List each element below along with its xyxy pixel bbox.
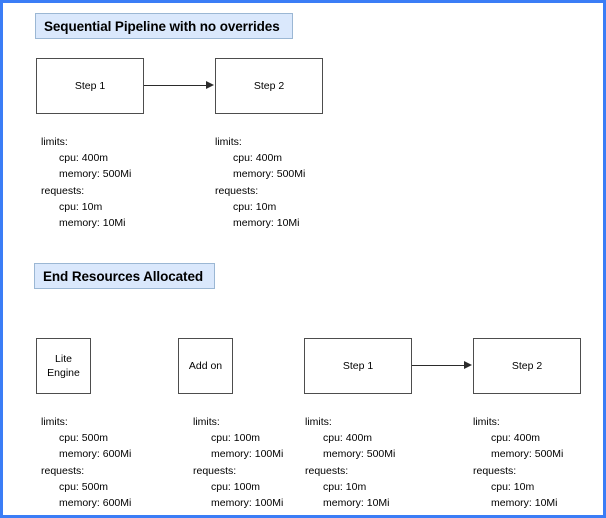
- resources-top-step-1: limits: cpu: 400m memory: 500Mi requests…: [41, 134, 131, 231]
- edge-arrowhead-icon: [206, 81, 214, 89]
- resources-bottom-step-1: limits: cpu: 400m memory: 500Mi requests…: [305, 414, 395, 511]
- limits-memory: memory: 100Mi: [211, 448, 284, 461]
- limits-memory: memory: 500Mi: [491, 448, 564, 461]
- node-bottom-step-2[interactable]: Step 2: [473, 338, 581, 394]
- limits-cpu: cpu: 400m: [233, 152, 283, 165]
- requests-cpu: cpu: 10m: [233, 200, 277, 213]
- requests-cpu: cpu: 500m: [59, 480, 109, 493]
- limits-memory: memory: 600Mi: [59, 448, 132, 461]
- node-lite-engine[interactable]: Lite Engine: [36, 338, 91, 394]
- node-add-on[interactable]: Add on: [178, 338, 233, 394]
- edge-arrowhead-icon: [464, 361, 472, 369]
- requests-cpu: cpu: 10m: [59, 200, 103, 213]
- requests-cpu: cpu: 10m: [323, 480, 367, 493]
- limits-label: limits:: [41, 136, 68, 148]
- limits-cpu: cpu: 100m: [211, 432, 261, 445]
- node-label: Step 2: [253, 79, 285, 92]
- node-top-step-1[interactable]: Step 1: [36, 58, 144, 114]
- section-banner-label: Sequential Pipeline with no overrides: [44, 18, 280, 34]
- requests-memory: memory: 10Mi: [323, 497, 390, 510]
- resources-add-on: limits: cpu: 100m memory: 100Mi requests…: [193, 414, 283, 511]
- edge-top-step1-to-step2: [144, 85, 207, 86]
- node-label: Add on: [188, 359, 223, 372]
- node-label-line2: Engine: [47, 367, 80, 379]
- requests-memory: memory: 10Mi: [233, 217, 300, 230]
- node-top-step-2[interactable]: Step 2: [215, 58, 323, 114]
- requests-cpu: cpu: 10m: [491, 480, 535, 493]
- limits-memory: memory: 500Mi: [323, 448, 396, 461]
- requests-label: requests:: [305, 464, 349, 477]
- section-banner-sequential-pipeline: Sequential Pipeline with no overrides: [35, 13, 293, 39]
- limits-cpu: cpu: 400m: [59, 152, 109, 165]
- node-label: Step 2: [511, 359, 543, 372]
- requests-memory: memory: 10Mi: [491, 497, 558, 510]
- requests-label: requests:: [41, 464, 85, 477]
- requests-label: requests:: [193, 464, 237, 477]
- limits-memory: memory: 500Mi: [233, 168, 306, 181]
- requests-cpu: cpu: 100m: [211, 480, 261, 493]
- node-label: Step 1: [342, 359, 374, 372]
- node-label-line1: Lite: [55, 352, 72, 365]
- section-banner-label: End Resources Allocated: [43, 268, 203, 284]
- node-label: Step 1: [74, 79, 106, 92]
- section-banner-end-resources-allocated: End Resources Allocated: [34, 263, 215, 289]
- requests-memory: memory: 100Mi: [211, 497, 284, 510]
- limits-cpu: cpu: 400m: [491, 432, 541, 445]
- limits-label: limits:: [473, 416, 500, 428]
- requests-label: requests:: [41, 184, 85, 197]
- limits-label: limits:: [215, 136, 242, 148]
- requests-label: requests:: [473, 464, 517, 477]
- requests-memory: memory: 10Mi: [59, 217, 126, 230]
- node-bottom-step-1[interactable]: Step 1: [304, 338, 412, 394]
- requests-memory: memory: 600Mi: [59, 497, 132, 510]
- resources-lite-engine: limits: cpu: 500m memory: 600Mi requests…: [41, 414, 131, 511]
- limits-label: limits:: [193, 416, 220, 428]
- resources-bottom-step-2: limits: cpu: 400m memory: 500Mi requests…: [473, 414, 563, 511]
- limits-label: limits:: [305, 416, 332, 428]
- edge-bottom-step1-to-step2: [412, 365, 465, 366]
- limits-cpu: cpu: 400m: [323, 432, 373, 445]
- limits-label: limits:: [41, 416, 68, 428]
- resources-top-step-2: limits: cpu: 400m memory: 500Mi requests…: [215, 134, 305, 231]
- limits-memory: memory: 500Mi: [59, 168, 132, 181]
- requests-label: requests:: [215, 184, 259, 197]
- limits-cpu: cpu: 500m: [59, 432, 109, 445]
